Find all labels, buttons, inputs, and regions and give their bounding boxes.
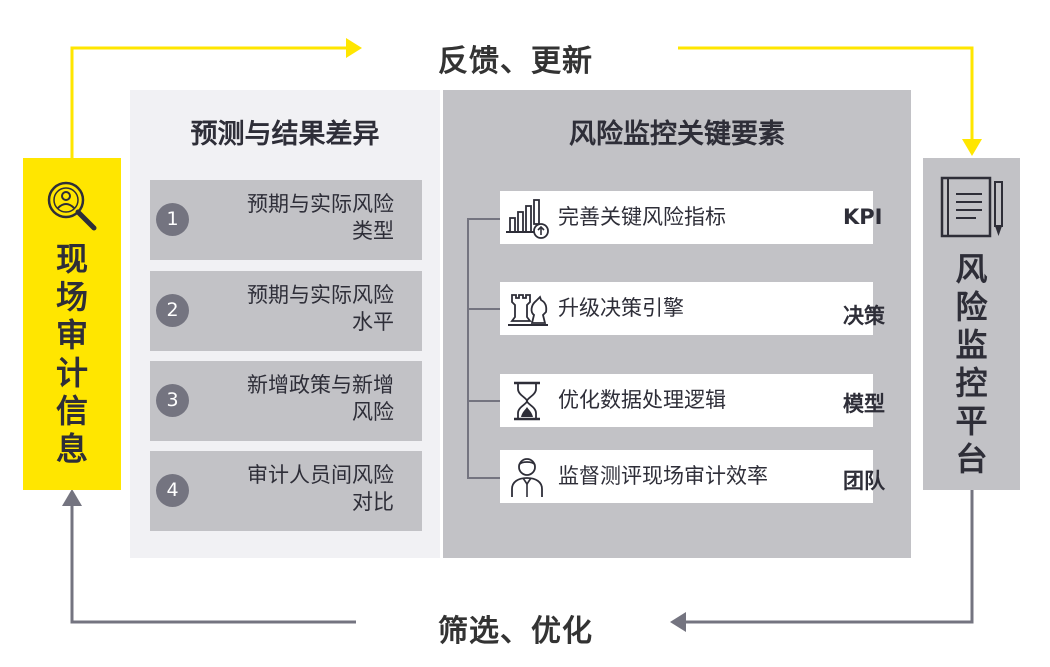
factor-label: 升级决策引擎 [558,296,684,320]
difference-text: 预期与实际风险 水平 [194,282,394,336]
difference-line2: 类型 [352,219,394,243]
factor-data-processing: 优化数据处理逻辑 [500,374,873,427]
tree-vertical-line [467,218,469,478]
factor-tag-team: 团队 [843,469,885,493]
risk-monitoring-platform-panel: 风险监控平台 [923,158,1020,490]
factors-title: 风险监控关键要素 [569,119,785,150]
difference-line1: 预期与实际风险 [247,192,394,216]
difference-text: 审计人员间风险 对比 [194,462,394,516]
number-badge: 1 [156,203,189,236]
hourglass-icon [504,379,550,423]
difference-item: 4 审计人员间风险 对比 [150,451,422,531]
difference-text: 新增政策与新增 风险 [194,372,394,426]
filter-optimize-label: 筛选、优化 [432,606,599,650]
factor-tag-decision: 决策 [843,304,885,328]
filter-arrowhead-up [62,489,82,506]
difference-line2: 水平 [352,310,394,334]
differences-title: 预测与结果差异 [190,119,380,150]
tree-branch [467,308,500,310]
difference-line1: 预期与实际风险 [247,283,394,307]
feedback-arrow-right-segment [678,46,974,145]
factor-tag-model: 模型 [843,392,885,416]
factor-decision-engine: 升级决策引擎 [500,282,873,335]
feedback-update-label: 反馈、更新 [432,36,599,80]
risk-monitoring-platform-label: 风险监控平台 [955,250,988,478]
filter-arrowhead-left [670,612,686,632]
difference-line1: 审计人员间风险 [247,463,394,487]
feedback-arrow-left-segment [70,46,352,158]
onsite-audit-info-panel: 现场审计信息 [23,158,121,490]
chess-pieces-icon [504,287,550,331]
auditor-person-icon [504,455,550,499]
filter-arrow-left-segment [70,503,356,624]
number-badge: 4 [156,474,189,507]
filter-arrow-right-segment [682,490,974,624]
difference-item: 1 预期与实际风险 类型 [150,180,422,260]
forecast-result-difference-panel: 预测与结果差异 1 预期与实际风险 类型 2 预期与实际风险 水平 3 新增政策… [130,90,440,558]
audit-search-icon [44,178,100,234]
factor-label: 优化数据处理逻辑 [558,388,726,412]
factor-tag-kpi: KPI [843,205,883,229]
risk-monitoring-key-factors-panel: 风险监控关键要素 完善关键风险指标 KPI [443,90,911,558]
difference-line2: 风险 [352,400,394,424]
onsite-audit-info-label: 现场审计信息 [55,240,88,468]
difference-line2: 对比 [352,490,394,514]
tree-branch [467,400,500,402]
difference-line1: 新增政策与新增 [247,373,394,397]
factor-label: 监督测评现场审计效率 [558,464,768,488]
difference-text: 预期与实际风险 类型 [194,191,394,245]
tree-branch [467,218,500,220]
bar-chart-icon [504,196,550,240]
factor-audit-efficiency: 监督测评现场审计效率 [500,450,873,503]
difference-item: 3 新增政策与新增 风险 [150,361,422,441]
number-badge: 2 [156,294,189,327]
number-badge: 3 [156,384,189,417]
tree-branch [467,477,500,479]
factor-kri: 完善关键风险指标 [500,191,873,244]
feedback-arrowhead-right [346,38,362,58]
difference-item: 2 预期与实际风险 水平 [150,271,422,351]
feedback-arrowhead-down [962,139,982,156]
factor-label: 完善关键风险指标 [558,205,726,229]
notebook-pen-icon [936,170,1008,242]
